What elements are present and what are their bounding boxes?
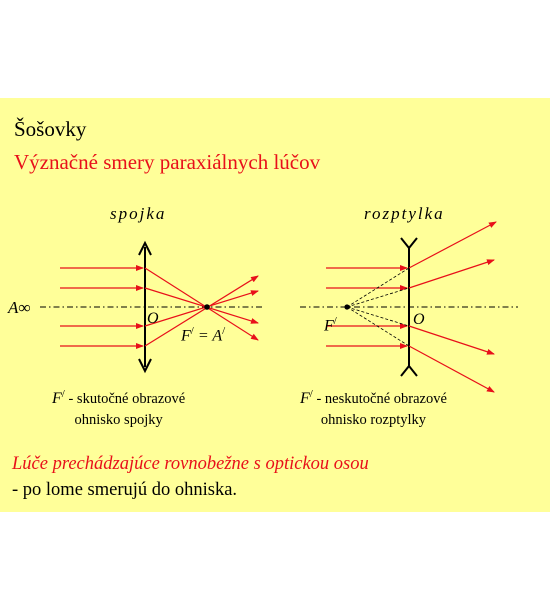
focus-label-right: F/: [324, 315, 337, 335]
virtual-ray-4: [346, 306, 410, 347]
slide-subtitle: Význačné smery paraxiálnych lúčov: [14, 150, 321, 174]
slide-title: Šošovky: [14, 117, 87, 141]
lens-fork-bottom: [400, 364, 418, 377]
focus-point-left: [204, 304, 210, 310]
lens-fork-top: [400, 237, 418, 250]
axis-object-label: A∞: [8, 298, 31, 317]
refracted-ray-r1: [408, 221, 497, 269]
focus-point-right: [344, 304, 350, 310]
diverging-lens-label: rozptylka: [364, 204, 445, 223]
converging-lens-caption: F/ - skutočné obrazové ohnisko spojky: [52, 388, 186, 428]
diverging-lens-diagram: [300, 221, 518, 393]
refracted-ray-1: [144, 267, 259, 341]
refracted-ray-3: [144, 290, 259, 327]
lens-arrow-top: [138, 240, 152, 256]
virtual-ray-1: [346, 267, 410, 308]
converging-lens-label: spojka: [110, 204, 167, 223]
footer-conclusion: - po lome smerujú do ohniska.: [12, 480, 238, 500]
refracted-ray-2: [144, 287, 259, 324]
refracted-ray-4: [144, 275, 259, 347]
converging-lens-diagram: [40, 240, 262, 374]
footer-statement: Lúče prechádzajúce rovnobežne s optickou…: [12, 454, 369, 474]
diverging-lens-caption: F/ - neskutočné obrazové ohnisko rozptyl…: [300, 388, 447, 428]
virtual-ray-3: [346, 306, 410, 327]
lens-center-label-left: O: [147, 310, 159, 327]
refracted-ray-r4: [408, 345, 495, 393]
refracted-ray-r2: [408, 259, 495, 289]
lens-arrow-bottom: [138, 358, 152, 374]
refracted-ray-r3: [408, 325, 495, 355]
focus-equation-label: F/ = A/: [181, 325, 226, 345]
slide-background: [0, 98, 550, 512]
lens-center-label-right: O: [413, 311, 425, 328]
virtual-ray-2: [346, 287, 410, 308]
